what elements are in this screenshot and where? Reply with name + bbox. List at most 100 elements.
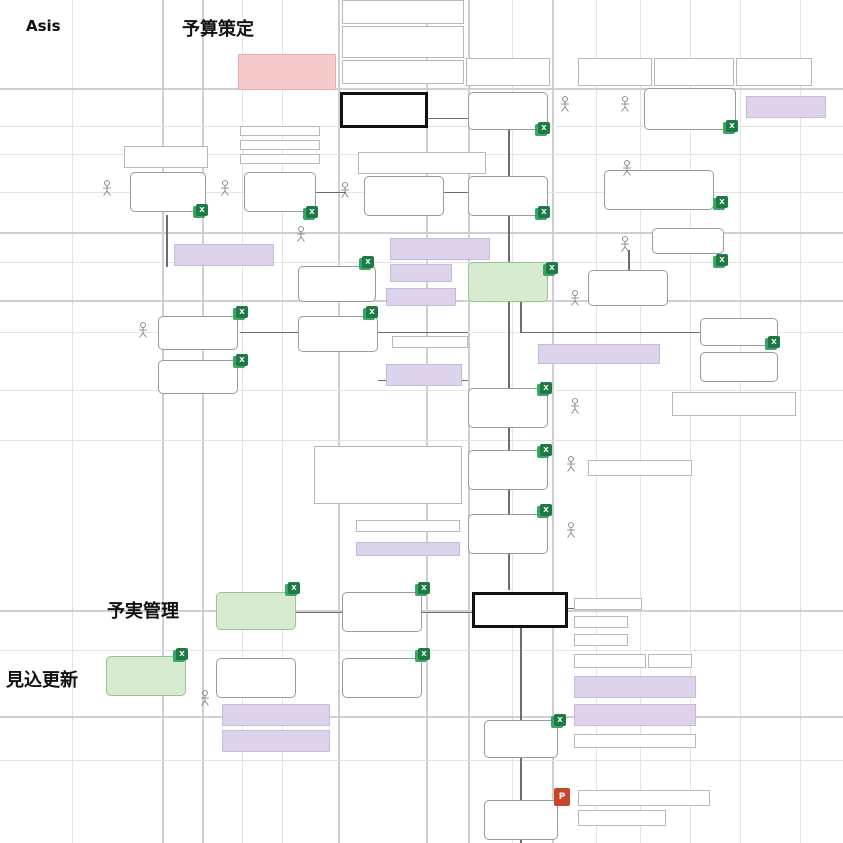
grid-line bbox=[162, 0, 164, 843]
excel-icon: X bbox=[418, 648, 430, 660]
text-note bbox=[648, 654, 692, 668]
connector-line bbox=[444, 192, 468, 193]
grid-line bbox=[0, 262, 843, 263]
text-note bbox=[356, 520, 460, 532]
grid-line bbox=[426, 0, 428, 843]
connector-line bbox=[428, 118, 468, 119]
process-box bbox=[216, 658, 296, 698]
grid-line bbox=[596, 0, 597, 843]
excel-icon: X bbox=[366, 306, 378, 318]
excel-icon: X bbox=[540, 382, 552, 394]
text-note bbox=[574, 654, 646, 668]
process-box bbox=[468, 514, 548, 554]
person-icon bbox=[571, 290, 579, 306]
process-box bbox=[298, 316, 378, 352]
header-note bbox=[736, 58, 812, 86]
actual-section-title: 予実管理 bbox=[107, 601, 179, 622]
budget-section-title: 予算策定 bbox=[182, 19, 254, 40]
grid-line bbox=[0, 760, 843, 761]
person-icon bbox=[561, 96, 569, 112]
grid-line bbox=[740, 0, 741, 843]
process-box bbox=[644, 88, 736, 130]
text-note bbox=[574, 598, 642, 610]
comment-note bbox=[538, 344, 660, 364]
person-icon bbox=[103, 180, 111, 196]
process-box bbox=[468, 92, 548, 130]
asis-title: Asis bbox=[26, 17, 61, 35]
excel-icon: X bbox=[236, 354, 248, 366]
grid-line bbox=[0, 716, 843, 718]
excel-icon: X bbox=[538, 122, 550, 134]
process-box bbox=[342, 592, 422, 632]
person-icon bbox=[341, 182, 349, 198]
text-note bbox=[578, 790, 710, 806]
process-box-highlighted bbox=[106, 656, 186, 696]
forecast-section-title: 見込更新 bbox=[6, 670, 78, 691]
grid-line bbox=[202, 0, 204, 843]
text-note bbox=[578, 810, 666, 826]
highlight-note bbox=[238, 54, 336, 90]
excel-icon: X bbox=[306, 206, 318, 218]
grid-line bbox=[0, 390, 843, 391]
connector-line bbox=[508, 120, 510, 590]
process-box bbox=[700, 318, 778, 346]
person-icon bbox=[623, 160, 631, 176]
comment-note bbox=[574, 676, 696, 698]
process-box bbox=[468, 450, 548, 490]
connector-line bbox=[628, 250, 630, 274]
person-icon bbox=[221, 180, 229, 196]
comment-note bbox=[390, 238, 490, 260]
process-box bbox=[652, 228, 724, 254]
excel-icon: X bbox=[546, 262, 558, 274]
text-note bbox=[240, 126, 320, 136]
excel-icon: X bbox=[236, 306, 248, 318]
excel-icon: X bbox=[716, 196, 728, 208]
process-box bbox=[468, 388, 548, 428]
text-note bbox=[240, 140, 320, 150]
header-note bbox=[342, 0, 464, 24]
person-icon bbox=[139, 322, 147, 338]
grid-line bbox=[800, 0, 801, 843]
comment-note bbox=[746, 96, 826, 118]
process-box-highlighted bbox=[216, 592, 296, 630]
text-note bbox=[672, 392, 796, 416]
header-note bbox=[342, 60, 464, 84]
connector-line bbox=[520, 332, 700, 333]
process-box-highlighted bbox=[468, 262, 548, 302]
comment-note bbox=[386, 288, 456, 306]
excel-icon: X bbox=[726, 120, 738, 132]
person-icon bbox=[621, 236, 629, 252]
connector-line bbox=[296, 612, 342, 613]
process-box bbox=[244, 172, 316, 212]
process-box bbox=[130, 172, 206, 212]
grid-line bbox=[0, 440, 843, 441]
header-note bbox=[342, 26, 464, 58]
person-icon bbox=[297, 226, 305, 242]
process-box bbox=[484, 720, 558, 758]
connector-line bbox=[420, 612, 472, 613]
grid-line bbox=[552, 0, 554, 843]
grid-line bbox=[338, 0, 340, 843]
connector-line bbox=[166, 215, 168, 267]
text-note bbox=[574, 734, 696, 748]
excel-icon: X bbox=[768, 336, 780, 348]
comment-note bbox=[574, 704, 696, 726]
text-note bbox=[392, 336, 468, 348]
grid-line bbox=[0, 232, 843, 234]
grid-line bbox=[640, 0, 641, 843]
excel-icon: X bbox=[540, 504, 552, 516]
excel-icon: X bbox=[418, 582, 430, 594]
text-note bbox=[358, 152, 486, 174]
text-note bbox=[574, 634, 628, 646]
excel-icon: X bbox=[716, 254, 728, 266]
powerpoint-icon: P bbox=[554, 788, 570, 806]
connector-line bbox=[520, 300, 522, 332]
grid-line bbox=[690, 0, 691, 843]
person-icon bbox=[621, 96, 629, 112]
excel-icon: X bbox=[196, 204, 208, 216]
person-icon bbox=[571, 398, 579, 414]
text-note bbox=[314, 446, 462, 504]
process-box bbox=[158, 360, 238, 394]
text-note bbox=[574, 616, 628, 628]
